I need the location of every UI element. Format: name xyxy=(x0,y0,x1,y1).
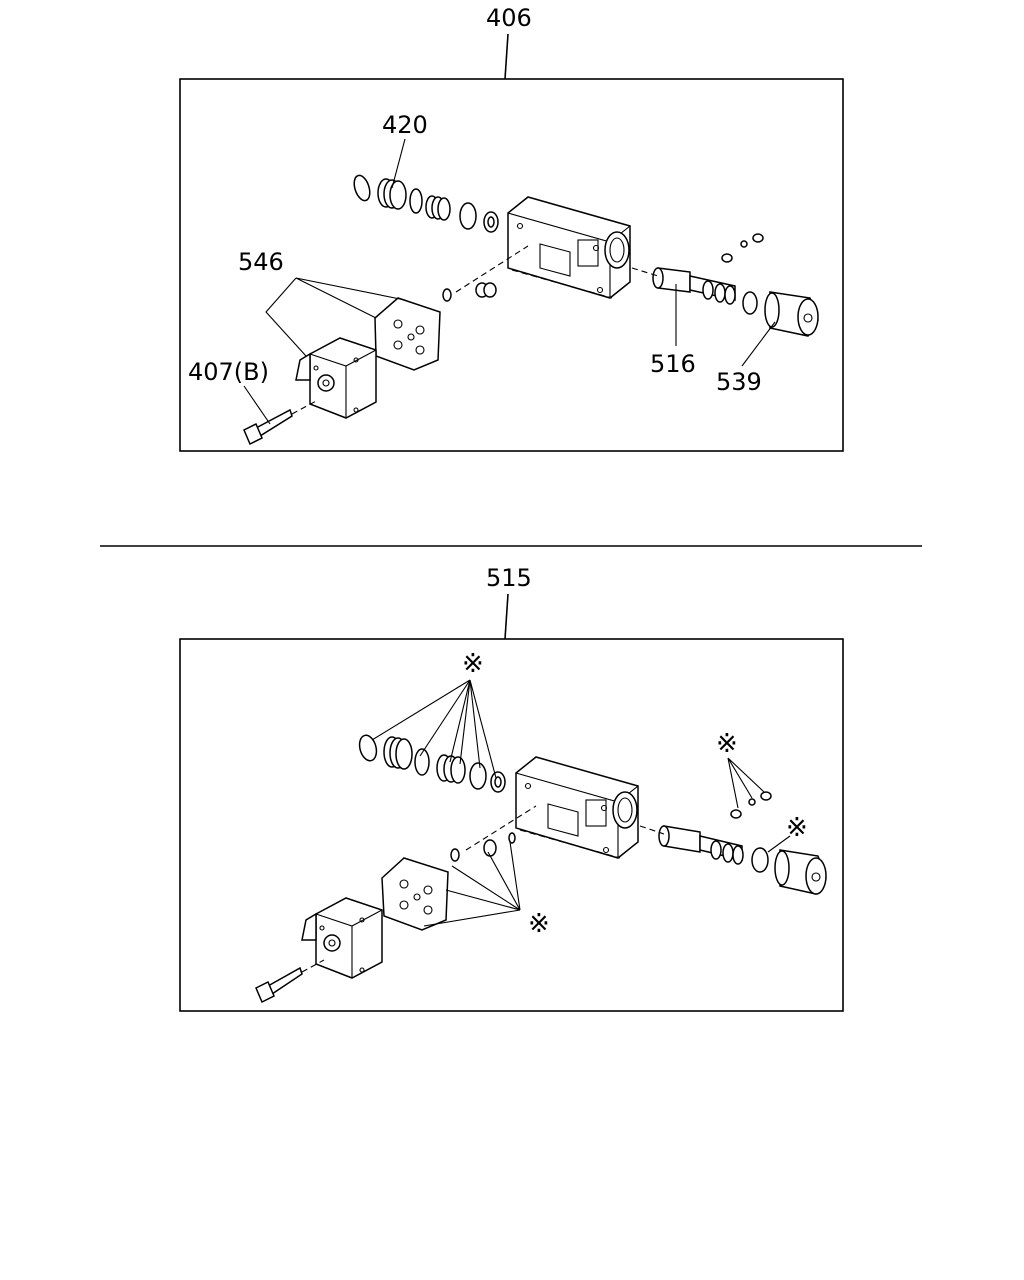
assembly-leader-515 xyxy=(504,593,509,640)
bottom-seal-stack xyxy=(358,734,506,793)
top-gasket xyxy=(374,297,441,371)
kit-leader-3 xyxy=(767,835,791,853)
top-assembly: 406 420 xyxy=(179,4,844,452)
leader-539 xyxy=(741,321,776,367)
kit-mark-1: ※ xyxy=(462,649,484,679)
assembly-leader-406 xyxy=(504,33,509,80)
leader-407b xyxy=(243,385,271,425)
kit-leaders-2 xyxy=(727,757,765,809)
top-bolt xyxy=(243,399,319,446)
kit-mark-2: ※ xyxy=(716,729,738,759)
callout-420: 420 xyxy=(382,111,428,139)
kit-leaders-4 xyxy=(423,841,521,927)
top-spool xyxy=(631,267,736,305)
kit-leaders-1 xyxy=(371,679,497,779)
bottom-spool xyxy=(639,825,744,865)
bottom-plug xyxy=(751,847,827,895)
bottom-cover-block xyxy=(301,897,383,979)
bottom-diagram-frame xyxy=(179,638,844,1012)
leader-420 xyxy=(391,138,406,189)
top-plug xyxy=(742,291,819,337)
bottom-bolt xyxy=(255,959,325,1004)
callout-539: 539 xyxy=(716,368,762,396)
bottom-gasket xyxy=(381,857,449,931)
callout-546: 546 xyxy=(238,248,284,276)
kit-mark-4: ※ xyxy=(528,909,550,939)
callout-407b: 407(B) xyxy=(188,358,269,386)
kit-mark-3: ※ xyxy=(786,813,808,843)
top-seal-stack xyxy=(353,174,499,233)
callout-516: 516 xyxy=(650,350,696,378)
top-cover-block xyxy=(295,337,377,419)
top-o-ring-small xyxy=(442,288,452,302)
leader-546 xyxy=(265,277,406,357)
top-diagram-frame xyxy=(179,78,844,452)
top-valve-body xyxy=(507,196,631,299)
assembly-label-406: 406 xyxy=(486,4,532,32)
bottom-assembly: 515 ※ xyxy=(179,564,844,1012)
assembly-label-515: 515 xyxy=(486,564,532,592)
bottom-valve-body xyxy=(515,756,639,859)
